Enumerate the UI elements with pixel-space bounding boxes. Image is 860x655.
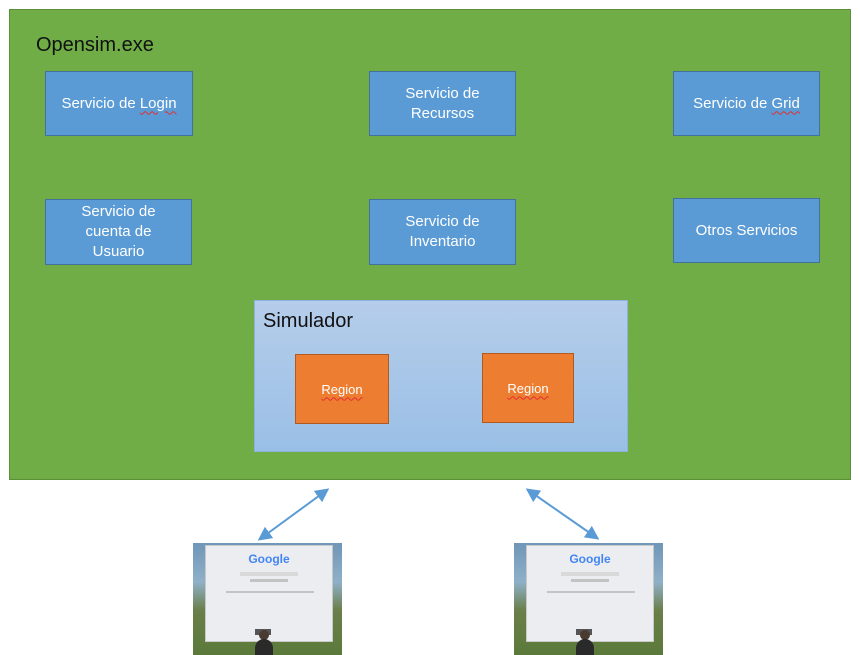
avatar bbox=[255, 639, 273, 655]
resources-service-box: Servicio de Recursos bbox=[369, 71, 516, 136]
login-service-word: Login bbox=[139, 94, 177, 112]
resources-service-label: Servicio de Recursos bbox=[405, 84, 480, 122]
web-panel: Google bbox=[526, 545, 654, 642]
grid-service-word: Grid bbox=[771, 94, 800, 112]
web-panel: Google bbox=[205, 545, 333, 642]
login-service-prefix: Servicio de bbox=[61, 94, 140, 112]
avatar bbox=[576, 639, 594, 655]
viewer-screenshot-right: Google bbox=[514, 543, 663, 655]
google-logo: Google bbox=[248, 552, 290, 566]
inventory-service-label: Servicio de Inventario bbox=[405, 213, 480, 250]
grid-service-box: Servicio de Grid bbox=[673, 71, 820, 136]
region-label-left: Region bbox=[321, 381, 363, 397]
other-services-label: Otros Servicios bbox=[695, 221, 798, 239]
avatar-head bbox=[259, 630, 269, 640]
viewer-screenshot-left: Google bbox=[193, 543, 342, 655]
region-label-right: Region bbox=[507, 380, 549, 396]
google-logo: Google bbox=[569, 552, 611, 566]
avatar-head bbox=[580, 630, 590, 640]
footer-links bbox=[226, 591, 314, 593]
region-box-right: Region bbox=[482, 353, 574, 423]
search-bar bbox=[240, 572, 298, 576]
region-box-left: Region bbox=[295, 354, 389, 424]
search-buttons bbox=[571, 579, 609, 582]
user-account-service-box: Servicio de cuenta de Usuario bbox=[45, 199, 192, 265]
search-buttons bbox=[250, 579, 288, 582]
other-services-box: Otros Servicios bbox=[673, 198, 820, 263]
inventory-service-box: Servicio de Inventario bbox=[369, 199, 516, 265]
right-arrow bbox=[525, 488, 600, 540]
opensim-title: Opensim.exe bbox=[36, 34, 154, 56]
user-account-service-label: Servicio de cuenta de Usuario bbox=[81, 203, 156, 260]
search-bar bbox=[561, 572, 619, 576]
grid-service-prefix: Servicio de bbox=[693, 94, 772, 112]
login-service-box: Servicio de Login bbox=[45, 71, 193, 136]
simulator-box: Simulador Region Region bbox=[254, 300, 628, 452]
left-arrow bbox=[257, 488, 330, 541]
simulator-title: Simulador bbox=[263, 310, 354, 332]
footer-links bbox=[547, 591, 635, 593]
